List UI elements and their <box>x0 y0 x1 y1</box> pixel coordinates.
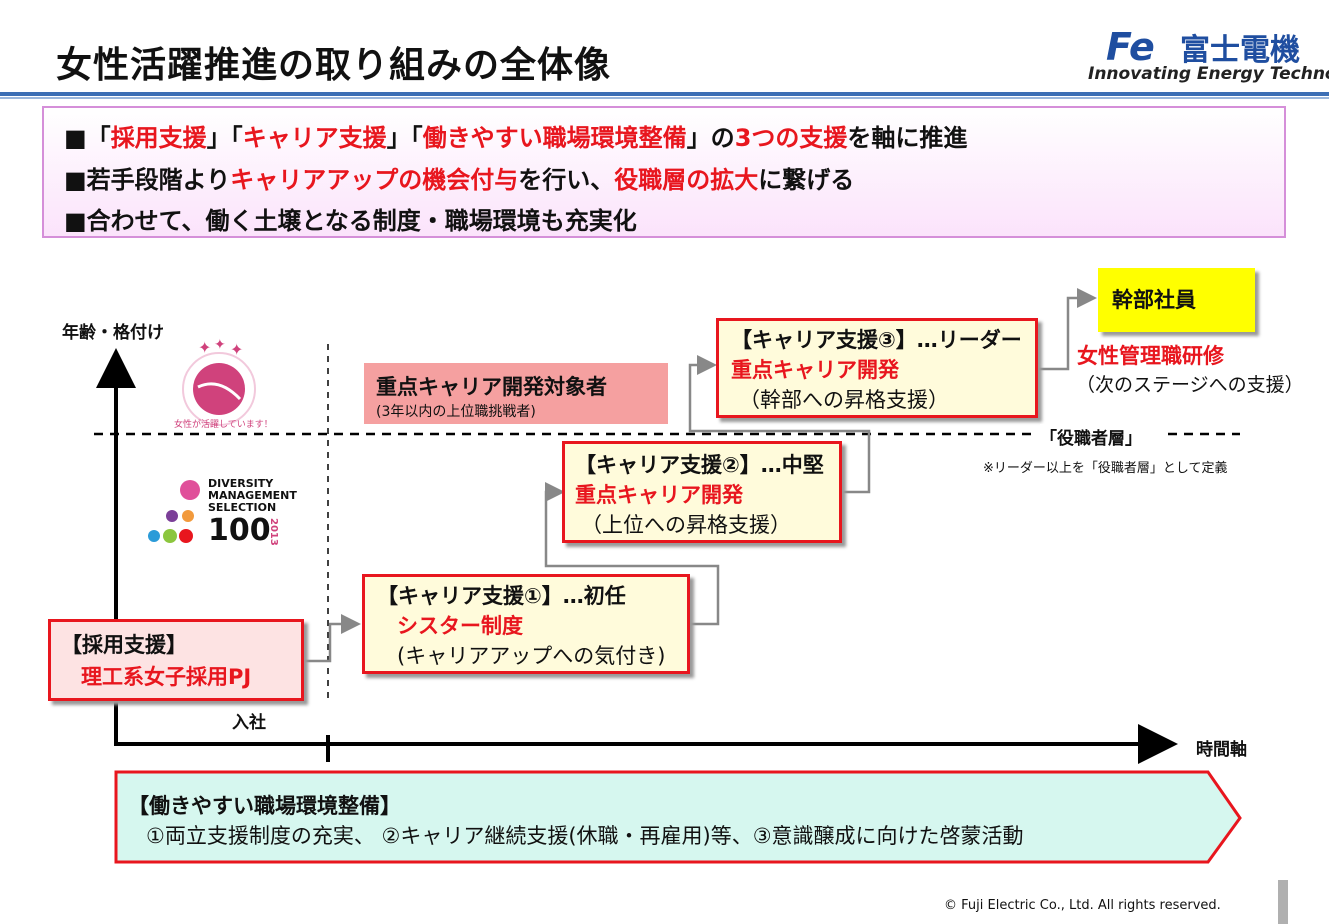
executive-training: 女性管理職研修 <box>1077 344 1224 368</box>
target-sub: (3年以内の上位職挑戦者) <box>376 404 536 420</box>
dms-line2: MANAGEMENT <box>208 489 297 502</box>
svg-text:✦: ✦ <box>214 337 226 353</box>
summary-highlight: 3つの支援 <box>734 124 848 152</box>
career1-title: 【キャリア支援①】…初任 <box>377 584 626 608</box>
summary-text: 」「 <box>206 124 243 152</box>
logo-name: 富士電機 <box>1180 33 1300 68</box>
summary-text: 」「 <box>386 124 423 152</box>
career-support-1-box: 【キャリア支援①】…初任 シスター制度 (キャリアアップへの気付き) <box>362 574 690 674</box>
executive-box: 幹部社員 <box>1098 268 1255 332</box>
career-support-2-box: 【キャリア支援②】…中堅 重点キャリア開発 （上位への昇格支援） <box>562 441 842 543</box>
career1-item: シスター制度 <box>397 614 523 638</box>
career3-title: 【キャリア支援③】…リーダー <box>731 328 1022 352</box>
connector-recruit-career1 <box>305 614 361 663</box>
summary-line-2: ■若手段階よりキャリアアップの機会付与を行い、役職層の拡大に繋げる <box>64 160 854 195</box>
summary-text: に繋げる <box>758 166 855 194</box>
recruit-support-box: 【採用支援】 理工系女子採用PJ <box>48 619 304 701</box>
summary-text: ■「 <box>64 124 111 152</box>
summary-highlight: 採用支援 <box>110 124 207 152</box>
summary-line-1: ■「採用支援」「キャリア支援」「働きやすい職場環境整備」の3つの支援を軸に推進 <box>64 118 967 153</box>
target-box: 重点キャリア開発対象者 (3年以内の上位職挑戦者) <box>364 363 668 424</box>
fuji-logo-icon: Fe <box>1106 25 1155 69</box>
summary-highlight: 働きやすい職場環境整備 <box>422 124 687 152</box>
summary-box: ■「採用支援」「キャリア支援」「働きやすい職場環境整備」の3つの支援を軸に推進 … <box>42 106 1286 238</box>
summary-text: を行い、 <box>518 166 615 194</box>
career3-sub: （幹部への昇格支援） <box>739 388 949 412</box>
page-edge-bar <box>1278 880 1288 924</box>
svg-text:✦: ✦ <box>198 338 211 357</box>
page-title: 女性活躍推進の取り組みの全体像 <box>56 45 612 86</box>
manager-layer-note: ※リーダー以上を「役職者層」として定義 <box>983 461 1228 476</box>
title-divider-light <box>0 97 1329 99</box>
summary-text: 」の <box>686 124 735 152</box>
target-title: 重点キャリア開発対象者 <box>376 375 607 399</box>
dms-number: 100 <box>208 513 271 548</box>
career2-item: 重点キャリア開発 <box>575 483 743 507</box>
y-axis-label: 年齢・格付け <box>62 323 164 343</box>
join-label: 入社 <box>232 713 266 733</box>
women-active-badge: ✦ ✦ ✦ 女性が活躍しています！ <box>168 337 273 433</box>
dms-line3: SELECTION <box>208 501 277 514</box>
career-support-3-box: 【キャリア支援③】…リーダー 重点キャリア開発 （幹部への昇格支援） <box>716 318 1038 418</box>
career2-sub: （上位への昇格支援） <box>581 513 791 537</box>
women-badge-icon: ✦ ✦ ✦ <box>182 337 256 426</box>
logo-tagline: Innovating Energy Technology <box>1088 64 1329 84</box>
career3-item: 重点キャリア開発 <box>731 358 899 382</box>
connector-career2-career3 <box>688 355 871 494</box>
environment-arrow <box>114 770 1242 864</box>
dms-year: 2013 <box>268 518 279 546</box>
environment-items: ①両立支援制度の充実、 ②キャリア継続支援(休職・再雇用)等、③意識醸成に向けた… <box>146 824 1024 848</box>
career1-sub: (キャリアアップへの気付き) <box>397 644 666 668</box>
title-divider <box>0 92 1329 96</box>
connector-career3-executive <box>1038 288 1097 371</box>
summary-highlight: キャリア支援 <box>242 124 387 152</box>
recruit-title: 【採用支援】 <box>61 633 187 657</box>
manager-layer-label: 「役職者層」 <box>1040 424 1142 449</box>
career2-title: 【キャリア支援②】…中堅 <box>575 453 824 477</box>
recruit-item: 理工系女子採用PJ <box>81 665 252 689</box>
dms-dots-icon <box>148 480 200 543</box>
women-badge-text: 女性が活躍しています！ <box>174 420 273 430</box>
svg-text:✦: ✦ <box>230 340 243 359</box>
copyright: © Fuji Electric Co., Ltd. All rights res… <box>944 898 1221 913</box>
dms100-badge: DIVERSITY MANAGEMENT SELECTION 100 2013 <box>146 474 297 554</box>
summary-highlight: キャリアアップの機会付与 <box>230 166 519 194</box>
summary-text: を軸に推進 <box>847 124 968 152</box>
connector-career1-career2 <box>544 482 720 626</box>
summary-line-3: ■合わせて、働く土壌となる制度・職場環境も充実化 <box>64 207 637 235</box>
environment-title: 【働きやすい職場環境整備】 <box>128 794 401 818</box>
executive-training-sub: （次のステージへの支援） <box>1076 374 1304 396</box>
dms-line1: DIVERSITY <box>208 477 274 490</box>
x-axis-label: 時間軸 <box>1196 740 1247 760</box>
summary-text: ■若手段階より <box>64 166 231 194</box>
summary-highlight: 役職層の拡大 <box>614 166 759 194</box>
